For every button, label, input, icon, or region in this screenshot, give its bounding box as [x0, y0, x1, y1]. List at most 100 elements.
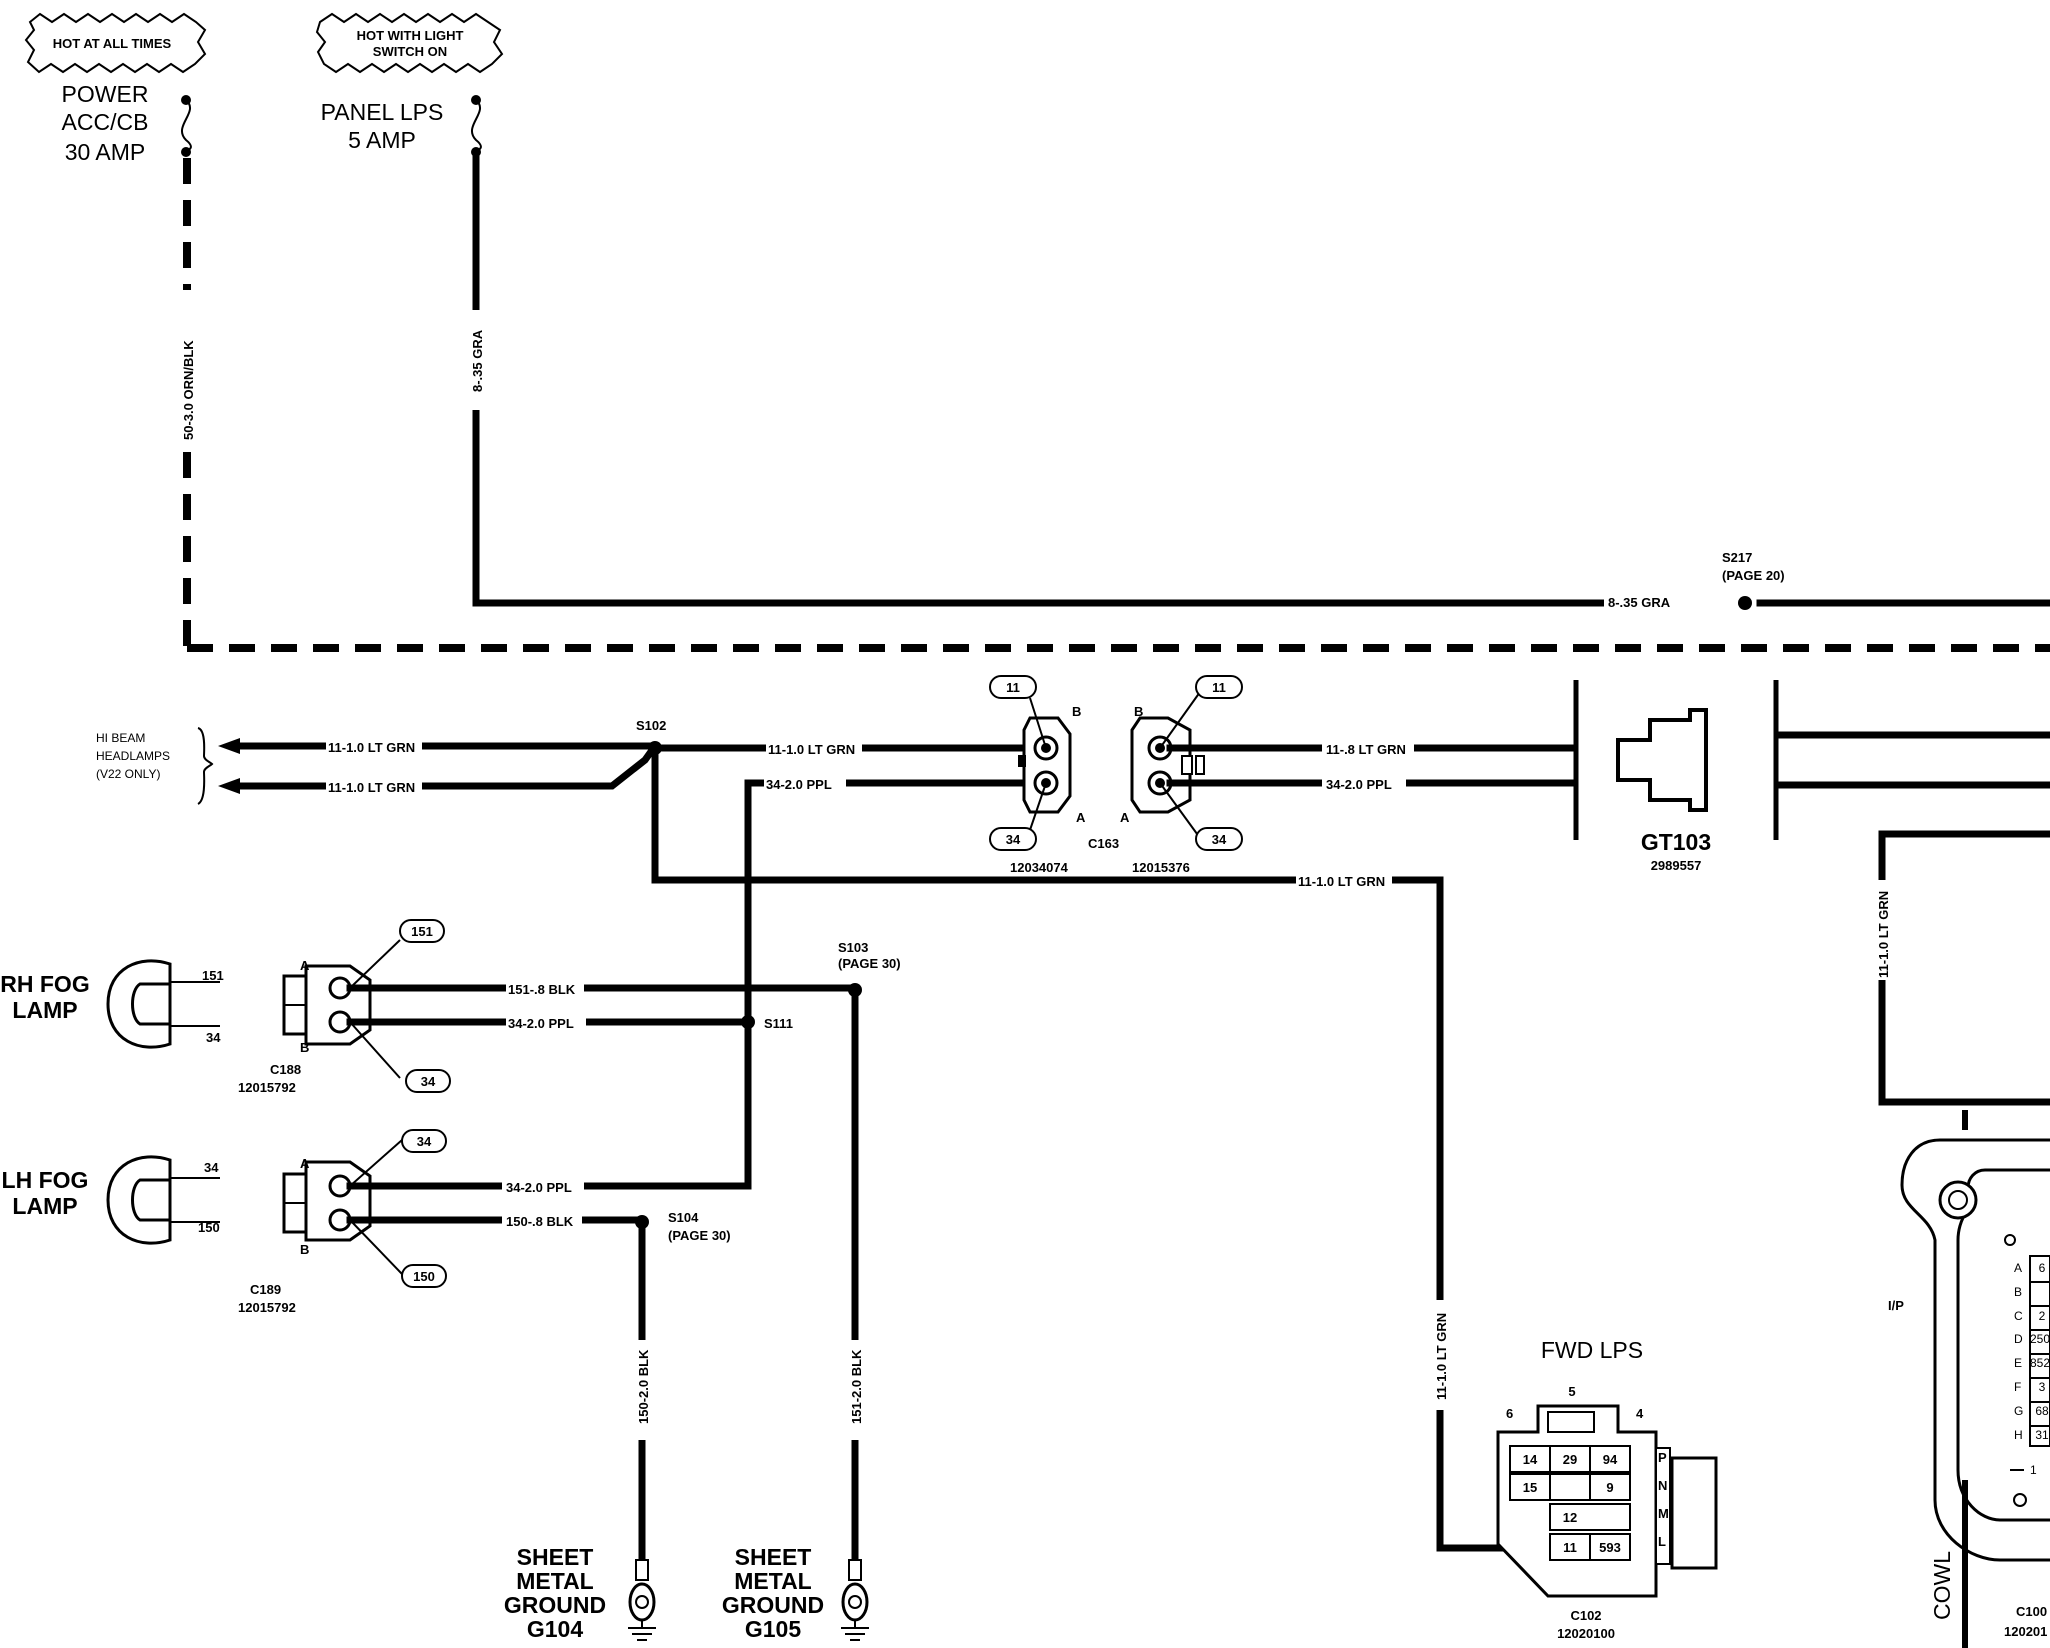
ppl-to-c163: 34-2.0 PPL	[744, 773, 1039, 1134]
g105-line2: METAL	[734, 1568, 812, 1594]
c163-right-part: 12015376	[1132, 860, 1190, 875]
c163-to-gt103-wires: 11-.8 LT GRN 34-2.0 PPL	[1166, 738, 1576, 793]
c100-val-f: 3	[2039, 1380, 2046, 1394]
c100-rows: A B C D E F G H	[2014, 1261, 2023, 1442]
fuse-panel-lps-icon	[470, 95, 482, 157]
fuse1-line1: POWER	[62, 81, 149, 107]
c100-val-c: 2	[2039, 1309, 2046, 1323]
c102-cell-593: 593	[1599, 1540, 1621, 1555]
c102-cell-15: 15	[1523, 1480, 1537, 1495]
c100-val-d: 250	[2030, 1332, 2050, 1346]
fwd-lps-pin5: 5	[1568, 1384, 1575, 1399]
ground-g104: SHEET METAL GROUND G104	[504, 1544, 656, 1642]
gt103-label: GT103	[1641, 829, 1711, 855]
c102-cell-29: 29	[1563, 1452, 1577, 1467]
splice-s111: S111	[741, 1015, 793, 1031]
rh-fog-label-2: LAMP	[12, 997, 77, 1023]
ltgrn-to-fwd-lps: 11-1.0 LT GRN 11-1.0 LT GRN	[651, 744, 1552, 1552]
cowl-label: COWL	[1929, 1551, 1955, 1620]
rh-fog-wires: 151-.8 BLK 34-2.0 PPL	[346, 978, 859, 1032]
c188-bubble-151: 151	[411, 924, 433, 939]
ip-label: I/P	[1888, 1298, 1904, 1313]
c163-right-pin-b: B	[1134, 704, 1143, 719]
fuse2-line2: 5 AMP	[348, 127, 416, 153]
g104-line2: METAL	[516, 1568, 594, 1594]
s217-label: S217	[1722, 550, 1752, 565]
c100-values: 6 2 250 852 3 68 31	[2030, 1261, 2050, 1442]
c163-bubble-34-right: 34	[1212, 832, 1227, 847]
hot-with-light-banner: HOT WITH LIGHT SWITCH ON	[315, 12, 504, 74]
c102-side-l: L	[1658, 1534, 1666, 1549]
c163-bubble-11-right: 11	[1212, 680, 1226, 695]
g104-line4: G104	[527, 1616, 583, 1642]
ground-g104-wire: 150-2.0 BLK	[630, 1226, 654, 1564]
c100-row-a: A	[2014, 1261, 2022, 1275]
c100-row-g: G	[2014, 1404, 2023, 1418]
c100-val-g: 68	[2035, 1404, 2049, 1418]
wire-label-ltgrn-1: 11-1.0 LT GRN	[328, 740, 415, 755]
s217-page: (PAGE 20)	[1722, 568, 1785, 583]
c100-row-f: F	[2014, 1380, 2021, 1394]
g105-line4: G105	[745, 1616, 801, 1642]
c100-val-e: 852	[2030, 1356, 2050, 1370]
fuse-power-acc-cb-label: POWER ACC/CB 30 AMP	[62, 81, 149, 165]
c102-cell-14: 14	[1523, 1452, 1538, 1467]
rh-fog-pin1: 151	[202, 968, 224, 983]
wire-label-ltgrn-c163: 11-.8 LT GRN	[1326, 742, 1406, 757]
wire-label-gra-vertical: 8-.35 GRA	[470, 329, 485, 392]
c189-pin-b: B	[300, 1242, 309, 1257]
c102-label: C102	[1570, 1608, 1601, 1623]
wire-label-gra-horizontal: 8-.35 GRA	[1608, 595, 1671, 610]
rh-fog-pin2: 34	[206, 1030, 221, 1045]
splice-s103: S103 (PAGE 30)	[838, 940, 901, 997]
wire-label-blk-g105: 151-2.0 BLK	[849, 1349, 864, 1424]
wire-label-blk-g104: 150-2.0 BLK	[636, 1349, 651, 1424]
c189-bubble-34: 34	[417, 1134, 432, 1149]
fuse1-line2: ACC/CB	[62, 109, 149, 135]
c188-pin-b: B	[300, 1040, 309, 1055]
c100-row-e: E	[2014, 1356, 2022, 1370]
g104-line3: GROUND	[504, 1592, 606, 1618]
c102-cell-94: 94	[1603, 1452, 1618, 1467]
fwd-lps-pin4: 4	[1636, 1406, 1644, 1421]
lh-fog-lamp: LH FOG LAMP 34 150	[2, 1155, 220, 1245]
lh-fog-pin1: 34	[204, 1160, 219, 1175]
lh-fog-pin2: 150	[198, 1220, 220, 1235]
rh-fog-lamp: RH FOG LAMP 151 34	[0, 959, 224, 1049]
c102-cell-11: 11	[1563, 1540, 1577, 1555]
fwd-lps-title: FWD LPS	[1541, 1337, 1643, 1363]
wire-label-ltgrn-4: 11-1.0 LT GRN	[1298, 874, 1385, 889]
connector-c188: 151 34 A B C188 12015792	[238, 919, 451, 1095]
wire-label-ltgrn-2: 11-1.0 LT GRN	[328, 780, 415, 795]
c100-row-h: H	[2014, 1428, 2023, 1442]
c102-part: 12020100	[1557, 1626, 1615, 1641]
s104-label: S104	[668, 1210, 699, 1225]
wire-label-ppl-rh: 34-2.0 PPL	[508, 1016, 574, 1031]
c100-row-b: B	[2014, 1285, 2022, 1299]
connector-c163-right: 11 34 B A 12015376	[1120, 675, 1243, 875]
ltgrn-headlamp-wires: 11-1.0 LT GRN 11-1.0 LT GRN	[232, 736, 660, 796]
c189-part: 12015792	[238, 1300, 296, 1315]
hi-beam-line2: HEADLAMPS	[96, 749, 170, 763]
hot-with-light-text-2: SWITCH ON	[373, 44, 447, 59]
gt103-part: 2989557	[1651, 858, 1702, 873]
wire-label-orn-blk: 50-3.0 ORN/BLK	[181, 340, 196, 440]
fwd-lps-pin6: 6	[1506, 1406, 1513, 1421]
wire-label-ltgrn-right: 11-1.0 LT GRN	[1876, 891, 1891, 978]
wire-label-blk-rh: 151-.8 BLK	[508, 982, 576, 997]
c188-pin-a: A	[300, 958, 310, 973]
fuse-power-acc-cb-icon	[180, 95, 192, 157]
fuse-panel-lps-label: PANEL LPS 5 AMP	[321, 99, 444, 153]
connector-c189: 34 150 A B C189 12015792	[238, 1129, 447, 1315]
c189-pin-a: A	[300, 1156, 310, 1171]
s104-page: (PAGE 30)	[668, 1228, 731, 1243]
wire-label-ppl-lh: 34-2.0 PPL	[506, 1180, 572, 1195]
c102-side-n: N	[1658, 1478, 1667, 1493]
hi-beam-line1: HI BEAM	[96, 731, 145, 745]
fuse2-line1: PANEL LPS	[321, 99, 444, 125]
gra-wire: 8-.35 GRA 8-.35 GRA	[466, 148, 2050, 612]
c100-row-c: C	[2014, 1309, 2023, 1323]
wire-label-ltgrn-fwd: 11-1.0 LT GRN	[1434, 1313, 1449, 1400]
hi-beam-headlamps: HI BEAM HEADLAMPS (V22 ONLY)	[96, 727, 240, 805]
